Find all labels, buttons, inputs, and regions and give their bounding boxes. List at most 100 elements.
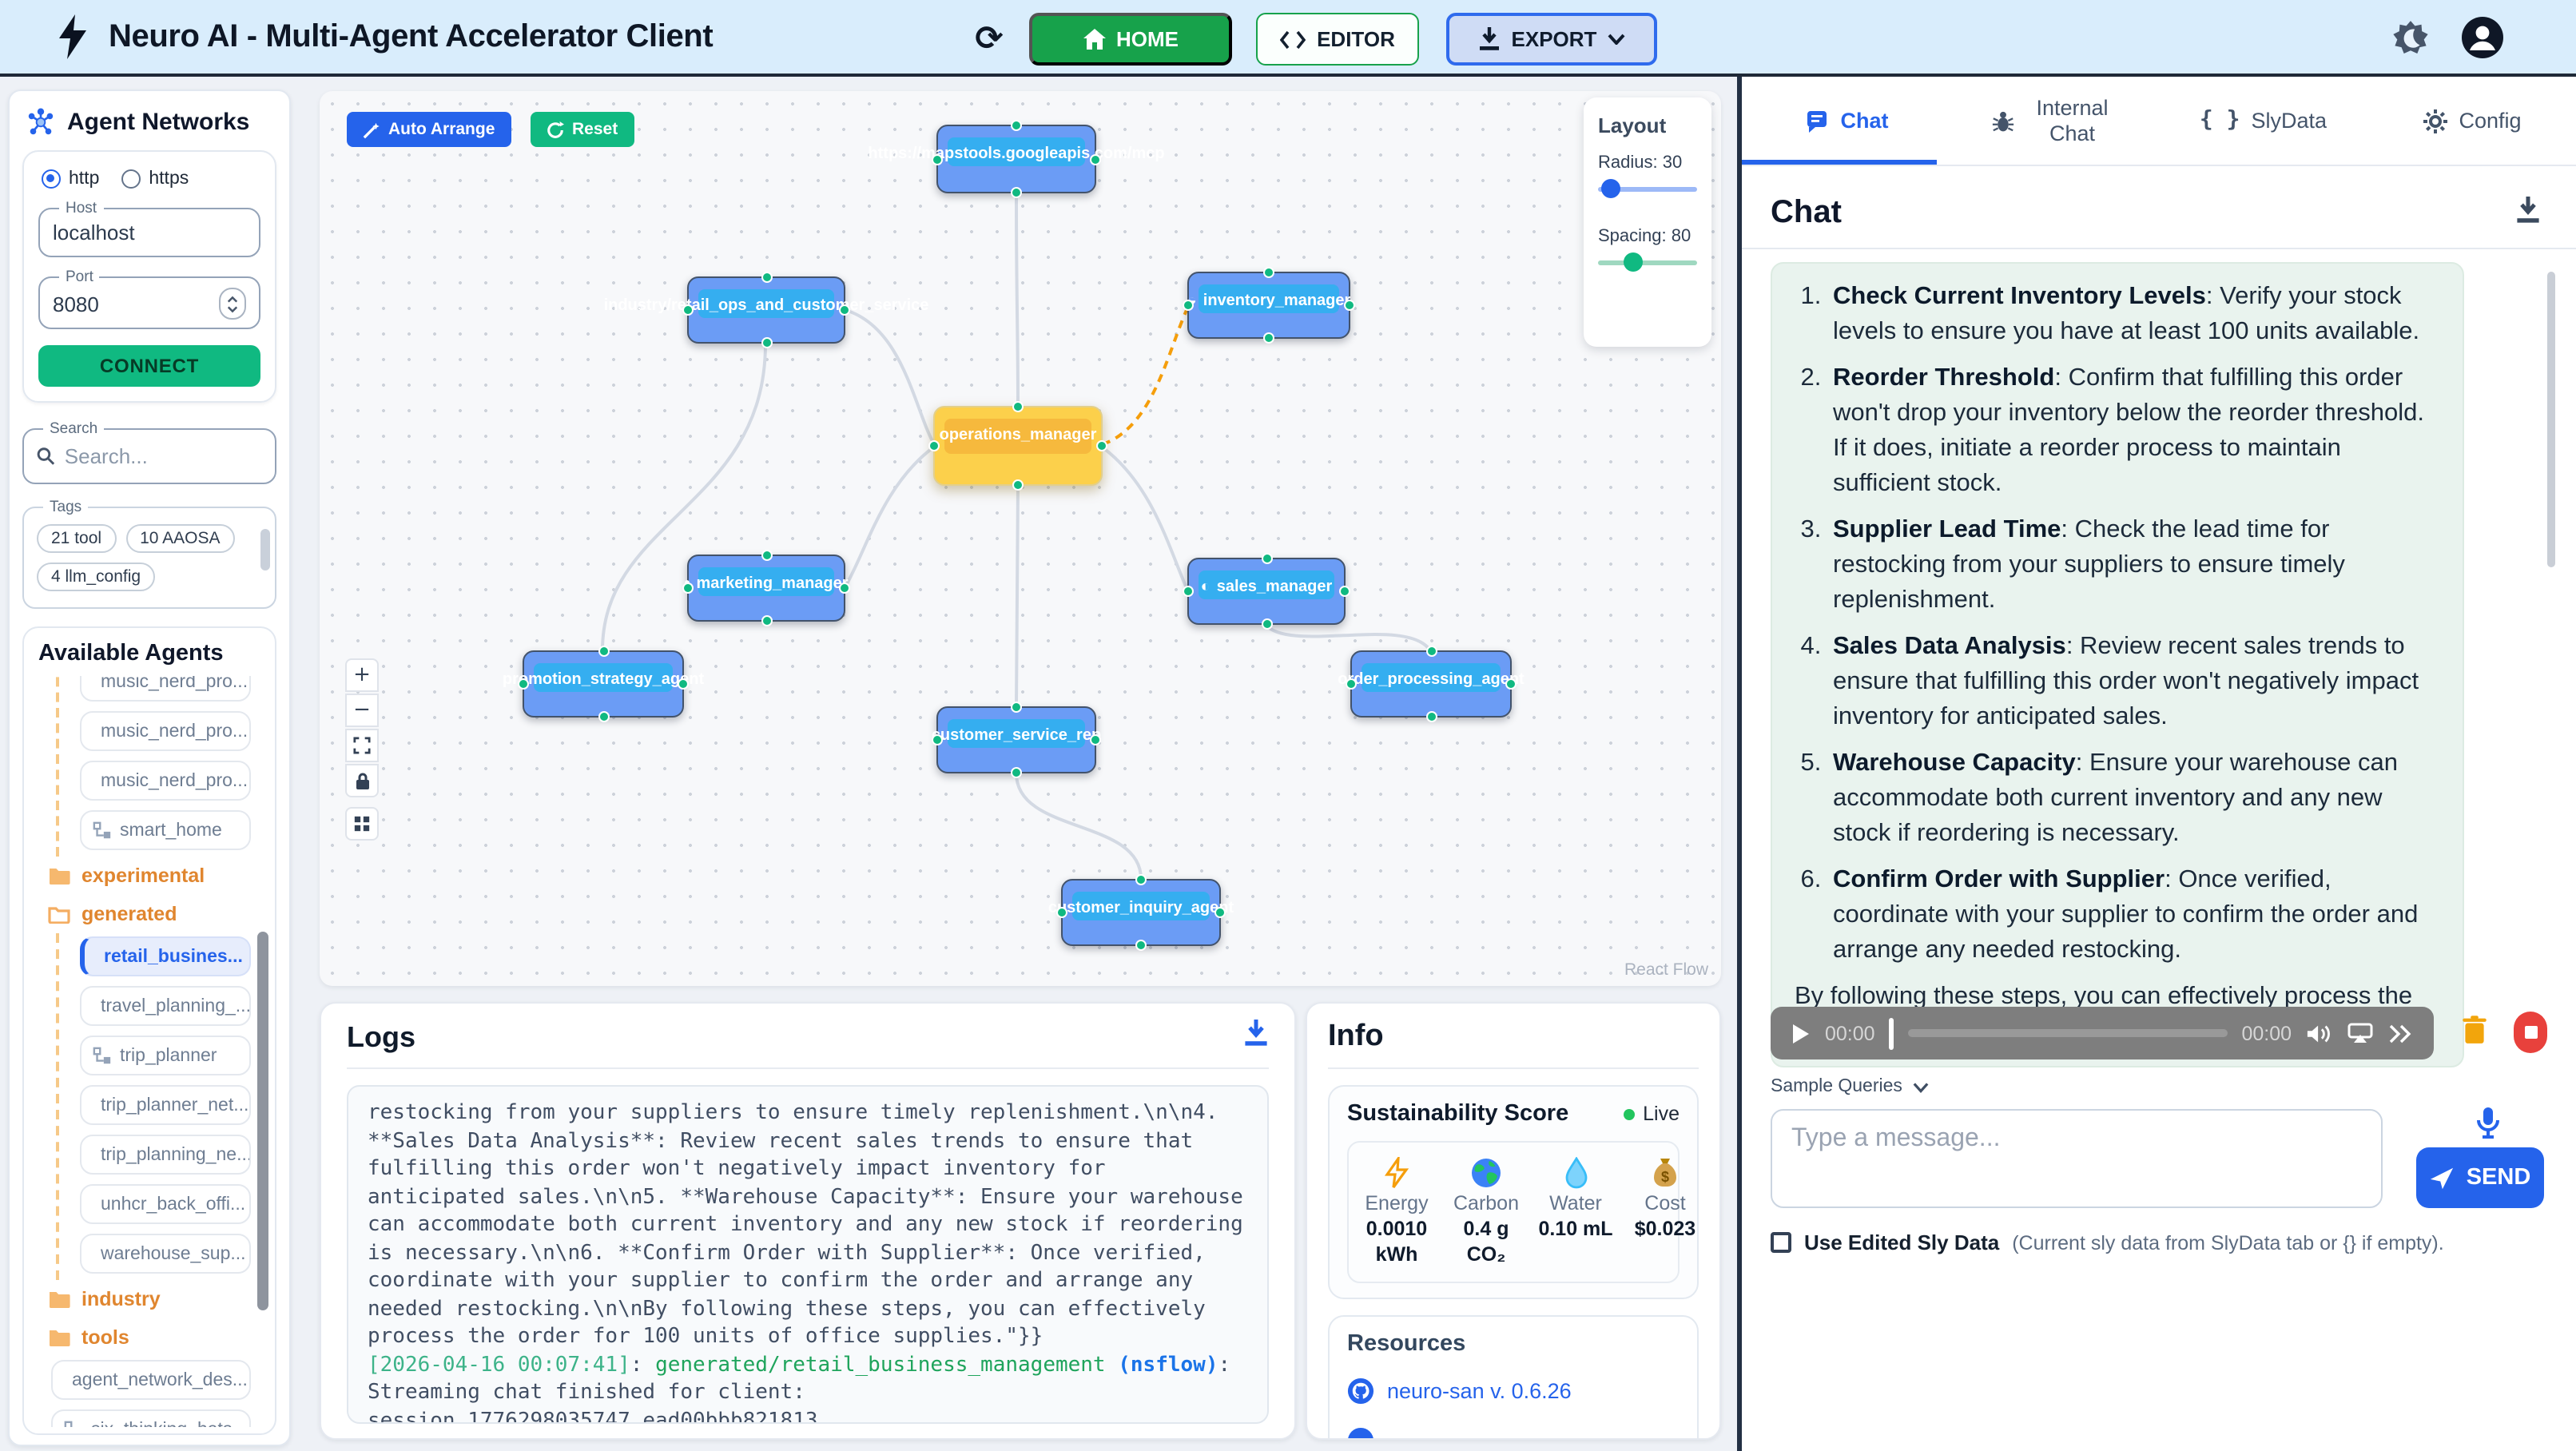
record-button[interactable] [2514, 1012, 2547, 1053]
seek-track[interactable] [1908, 1029, 2228, 1037]
reset-button[interactable]: Reset [531, 112, 634, 147]
node-inventory[interactable]: ◒inventory_manager [1183, 267, 1355, 344]
sample-queries-dropdown[interactable]: Sample Queries [1771, 1077, 2576, 1096]
handle-top[interactable] [1261, 553, 1272, 564]
sidebar-item-trip_planning_ne[interactable]: trip_planning_ne... [80, 1135, 251, 1175]
sidebar-item-unhcr_back_offi[interactable]: unhcr_back_offi... [80, 1184, 251, 1224]
node-marketing[interactable]: •marketing_manager [682, 550, 850, 626]
handle-left[interactable] [682, 304, 694, 316]
sidebar-item-music_nerd_pro[interactable]: music_nerd_pro... [80, 711, 251, 751]
radio-https[interactable]: https [121, 169, 189, 189]
seek-cursor[interactable] [1889, 1017, 1894, 1049]
handle-right[interactable] [1096, 440, 1107, 451]
handle-left[interactable] [518, 678, 529, 690]
handle-right[interactable] [1339, 586, 1350, 597]
volume-icon[interactable] [2306, 1022, 2333, 1044]
handle-left[interactable] [928, 440, 940, 451]
node-maps[interactable]: https://mapstools.googleapis.com/mcp [868, 120, 1165, 198]
sidebar-item-music_nerd_pro[interactable]: music_nerd_pro... [80, 676, 251, 702]
handle-bottom[interactable] [1012, 479, 1024, 491]
handle-top[interactable] [1011, 702, 1022, 713]
handle-top[interactable] [1012, 401, 1024, 412]
sidebar-item-trip_planner_net[interactable]: trip_planner_net... [80, 1085, 251, 1125]
handle-top[interactable] [1135, 874, 1147, 885]
tab-config[interactable]: Config [2367, 77, 2576, 165]
tags-scrollbar-thumb[interactable] [260, 529, 270, 570]
sidebar-item-six_thinking_hats[interactable]: six_thinking_hats [51, 1409, 251, 1427]
logs-download-icon[interactable] [1243, 1020, 1269, 1055]
sidebar-item-music_nerd_pro[interactable]: music_nerd_pro... [80, 761, 251, 801]
spacing-slider-thumb[interactable] [1624, 252, 1643, 272]
tab-internal-chat[interactable]: Internal Chat [1950, 77, 2159, 165]
handle-left[interactable] [1346, 678, 1357, 690]
handle-bottom[interactable] [1263, 332, 1274, 344]
handle-right[interactable] [1090, 153, 1101, 165]
handle-top[interactable] [761, 272, 772, 283]
tab-slydata[interactable]: { } SlyData [2199, 106, 2328, 133]
sidebar-item-trip_planner[interactable]: trip_planner [80, 1036, 251, 1075]
tag-chip[interactable]: 10 AAOSA [125, 524, 235, 553]
chat-scrollbar-thumb[interactable] [2547, 272, 2555, 567]
neuro-san-link[interactable]: neuro-san v. 0.6.26 [1347, 1378, 1680, 1405]
tab-chat[interactable]: Chat [1742, 77, 1950, 165]
handle-bottom[interactable] [598, 711, 609, 722]
handle-top[interactable] [1011, 120, 1022, 131]
handle-left[interactable] [932, 153, 943, 165]
node-inquiry[interactable]: customer_inquiry_agent [1048, 874, 1234, 951]
message-input[interactable] [1771, 1109, 2383, 1208]
handle-bottom[interactable] [1261, 618, 1272, 630]
port-stepper[interactable] [219, 288, 246, 320]
more-chevrons-icon[interactable] [2387, 1024, 2413, 1043]
sidebar-item-warehouse_sup[interactable]: warehouse_sup... [80, 1234, 251, 1274]
auto-arrange-button[interactable]: Auto Arrange [347, 112, 511, 147]
node-operations[interactable]: operations_manager [928, 401, 1107, 491]
handle-left[interactable] [1183, 586, 1194, 597]
handle-left[interactable] [932, 734, 943, 745]
theme-toggle-icon[interactable] [2391, 18, 2431, 66]
tag-chip[interactable]: 4 llm_config [37, 563, 156, 591]
handle-left[interactable] [1056, 907, 1067, 918]
node-sales[interactable]: ◐sales_manager [1183, 553, 1350, 630]
search-input[interactable] [64, 444, 262, 468]
lock-button[interactable] [345, 764, 379, 797]
sidebar-folder-industry[interactable]: industry [48, 1283, 270, 1315]
handle-bottom[interactable] [1011, 187, 1022, 198]
connect-button[interactable]: CONNECT [38, 345, 260, 387]
radio-http[interactable]: http [42, 169, 99, 189]
handle-bottom[interactable] [1425, 711, 1437, 722]
sly-data-checkbox[interactable] [1771, 1232, 1791, 1253]
handle-left[interactable] [1183, 300, 1194, 311]
handle-bottom[interactable] [1011, 767, 1022, 778]
handle-right[interactable] [1214, 907, 1226, 918]
fit-view-button[interactable] [345, 729, 379, 762]
handle-right[interactable] [1090, 734, 1101, 745]
handle-right[interactable] [678, 678, 689, 690]
user-avatar[interactable] [2461, 16, 2504, 67]
sidebar-item-travel_planning_[interactable]: travel_planning_... [80, 986, 251, 1026]
resource-link-partial[interactable] [1347, 1428, 1680, 1438]
airplay-icon[interactable] [2347, 1023, 2373, 1044]
agents-scrollbar-thumb[interactable] [257, 932, 268, 1310]
port-input[interactable] [53, 292, 219, 316]
handle-right[interactable] [839, 304, 850, 316]
export-button[interactable]: EXPORT [1446, 13, 1657, 66]
handle-bottom[interactable] [761, 337, 772, 348]
zoom-out-button[interactable]: − [345, 694, 379, 727]
handle-top[interactable] [598, 646, 609, 657]
grid-toggle-button[interactable] [345, 807, 379, 841]
refresh-icon[interactable]: ⟳ [975, 19, 1004, 58]
sidebar-item-agent_network_des[interactable]: agent_network_des... [51, 1360, 251, 1400]
sidebar-folder-generated[interactable]: generated [48, 898, 270, 930]
chat-messages[interactable]: Check Current Inventory Levels: Verify y… [1742, 249, 2576, 1067]
sidebar-folder-experimental[interactable]: experimental [48, 860, 270, 892]
sidebar-folder-tools[interactable]: tools [48, 1322, 270, 1354]
tag-chip[interactable]: 21 tool [37, 524, 117, 553]
mic-icon[interactable] [2474, 1106, 2502, 1149]
play-icon[interactable] [1791, 1022, 1811, 1044]
handle-bottom[interactable] [1135, 940, 1147, 951]
handle-top[interactable] [1425, 646, 1437, 657]
home-button[interactable]: HOME [1029, 13, 1232, 66]
node-service[interactable]: customer_service_rep [932, 702, 1101, 778]
sidebar-item-smart_home[interactable]: smart_home [80, 810, 251, 850]
handle-right[interactable] [1344, 300, 1355, 311]
